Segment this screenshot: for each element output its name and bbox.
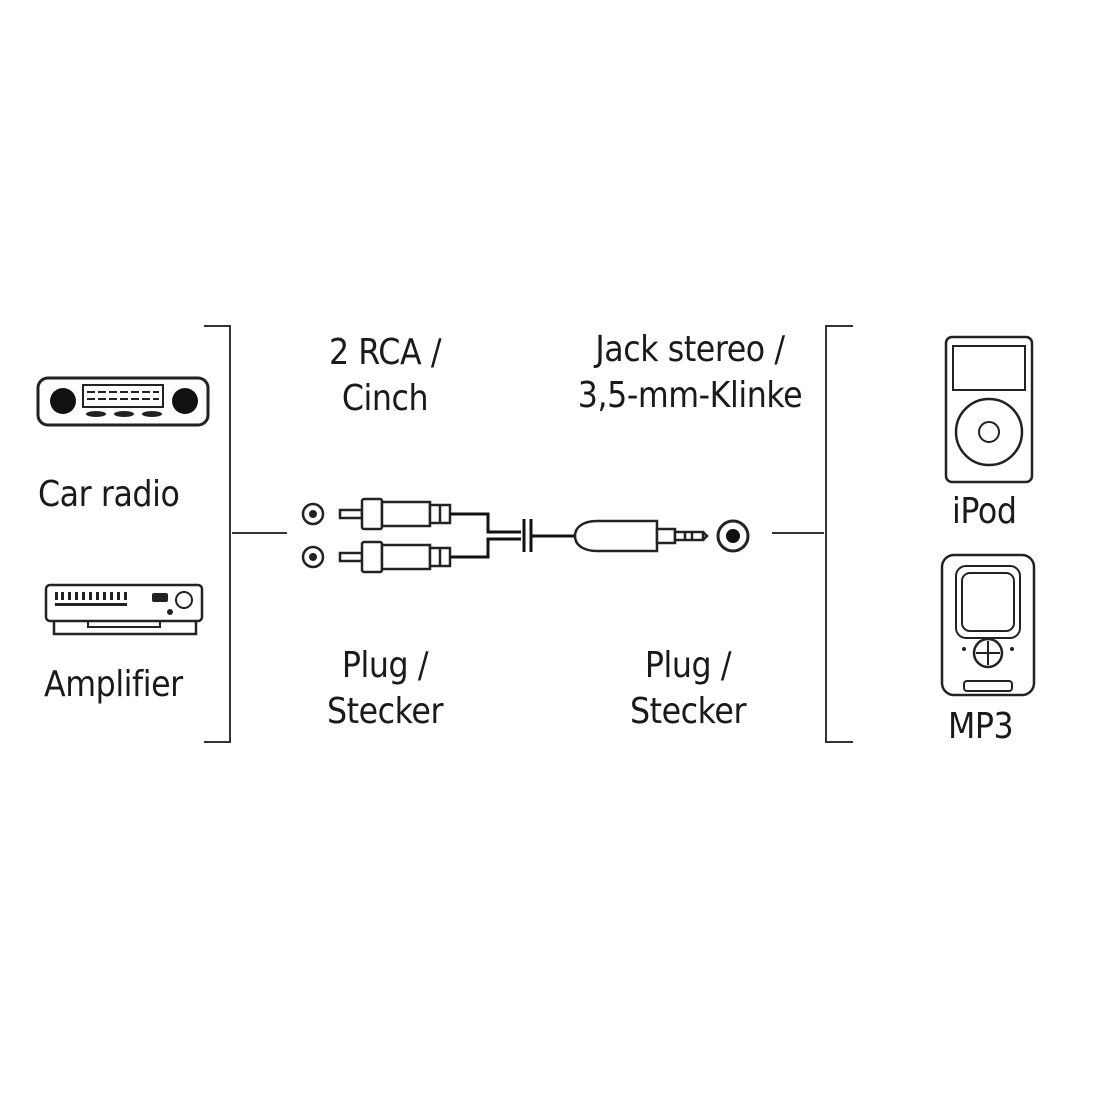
rca-socket-icons xyxy=(301,502,325,569)
jack-plug-icon xyxy=(573,519,709,553)
rca-plug-icons xyxy=(338,497,452,574)
connector-left-type-label: 2 RCA / Cinch xyxy=(297,330,473,422)
mp3-player-icon xyxy=(940,553,1036,697)
connector-left-plug-label: Plug / Stecker xyxy=(297,643,473,735)
cable-icon xyxy=(450,512,575,559)
connector-left-plug-line1: Plug / xyxy=(341,645,429,686)
connector-left-line1: 2 RCA / xyxy=(328,332,442,373)
jack-socket-icon xyxy=(716,519,750,553)
mp3-label: MP3 xyxy=(948,706,1014,747)
connector-left-line2: Cinch xyxy=(341,378,429,419)
connector-right-type-label: Jack stereo / 3,5-mm-Klinke xyxy=(576,327,805,419)
amplifier-icon xyxy=(44,583,204,636)
connector-right-plug-label: Plug / Stecker xyxy=(600,643,776,735)
right-bracket xyxy=(772,325,853,743)
connector-right-line2: 3,5-mm-Klinke xyxy=(577,375,803,416)
left-bracket xyxy=(204,325,287,743)
ipod-label: iPod xyxy=(952,491,1017,532)
car-radio-label: Car radio xyxy=(38,474,180,515)
connector-right-plug-line1: Plug / xyxy=(644,645,732,686)
connector-left-plug-line2: Stecker xyxy=(326,691,444,732)
ipod-icon xyxy=(944,335,1034,484)
amplifier-label: Amplifier xyxy=(44,664,183,705)
connector-right-line1: Jack stereo / xyxy=(595,329,785,370)
connector-right-plug-line2: Stecker xyxy=(629,691,747,732)
car-radio-icon xyxy=(36,376,210,427)
